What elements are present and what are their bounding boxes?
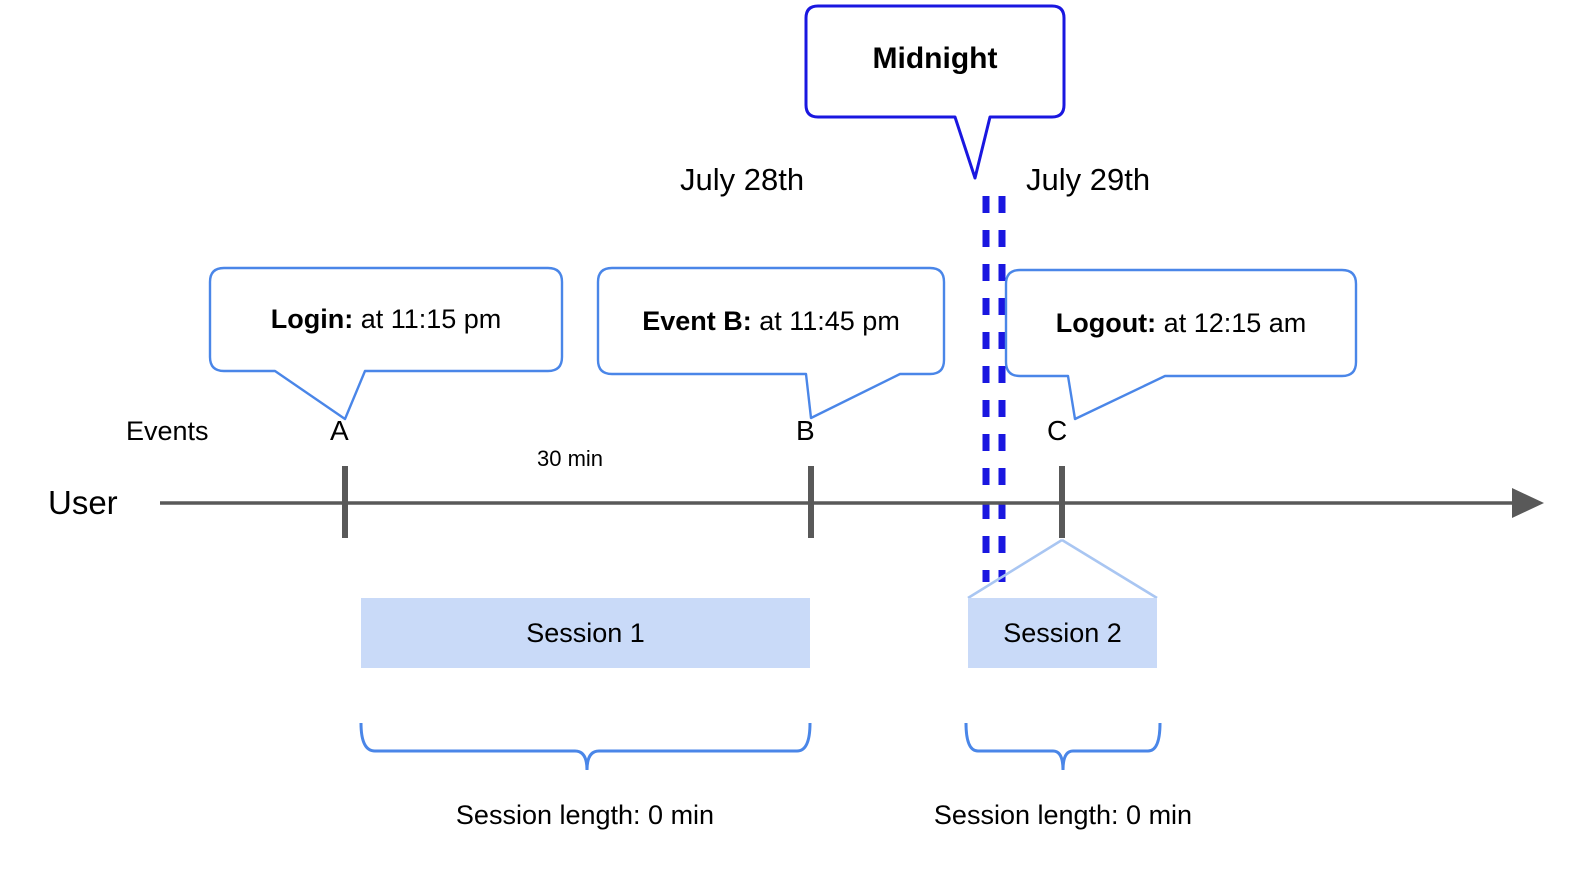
session2-connector	[967, 538, 1158, 600]
interval-label-30min: 30 min	[537, 446, 604, 471]
session2-brace	[964, 722, 1162, 771]
events-row-label: Events	[126, 416, 209, 446]
event-b-callout-rest: at 11:45 pm	[751, 306, 900, 336]
login-callout-text: Login: at 11:15 pm	[210, 306, 562, 333]
date-label-july-29: July 29th	[1026, 162, 1151, 197]
session-1-length-label: Session length: 0 min	[455, 800, 715, 830]
event-b-callout-text: Event B: at 11:45 pm	[598, 308, 944, 335]
event-b-callout-shape	[596, 266, 946, 420]
login-callout-bold: Login:	[270, 304, 354, 334]
user-row-label: User	[48, 484, 118, 521]
midnight-label: Midnight	[872, 42, 998, 75]
login-callout-shape	[208, 266, 564, 421]
timeline-axis	[160, 488, 1544, 518]
logout-callout-text: Logout: at 12:15 am	[1006, 310, 1356, 337]
event-b-callout-bold: Event B:	[642, 306, 752, 336]
session-1-label: Session 1	[526, 618, 645, 648]
session-2-length-label: Session length: 0 min	[933, 800, 1193, 830]
midnight-dashed-lines	[982, 196, 1006, 582]
login-callout-rest: at 11:15 pm	[353, 304, 502, 334]
logout-callout-bold: Logout:	[1055, 308, 1157, 338]
session-2-label: Session 2	[1003, 618, 1122, 648]
session1-brace	[359, 722, 812, 771]
logout-callout-rest: at 12:15 am	[1156, 308, 1307, 338]
event-point-label-b: B	[796, 415, 815, 446]
timeline-ticks	[342, 466, 1065, 538]
session-1-bar	[361, 598, 810, 668]
date-label-july-28: July 28th	[680, 162, 805, 197]
session-2-bar	[968, 598, 1157, 668]
logout-callout-shape	[1004, 268, 1358, 421]
event-point-label-a: A	[330, 415, 349, 446]
midnight-callout-shape	[804, 4, 1066, 180]
event-point-label-c: C	[1047, 415, 1068, 446]
